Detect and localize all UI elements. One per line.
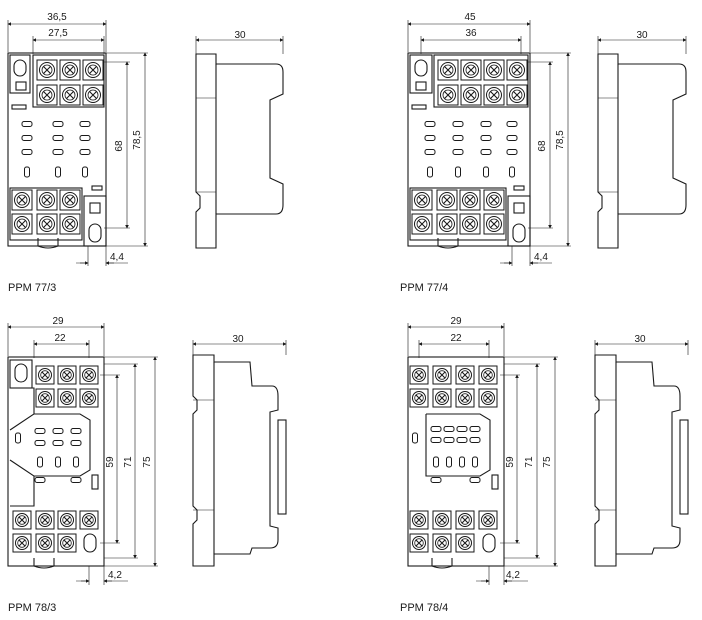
svg-text:4,2: 4,2 <box>108 570 122 581</box>
caption-ppm773: PPM 77/3 <box>8 282 57 294</box>
svg-text:36: 36 <box>465 28 477 39</box>
ppm783-dimensions: 29 22 59 71 75 4,2 <box>7 316 158 585</box>
caption-ppm774: PPM 77/4 <box>400 282 449 294</box>
svg-text:59: 59 <box>105 456 116 468</box>
svg-text:30: 30 <box>634 334 646 345</box>
ppm773-front-view <box>7 52 107 249</box>
ppm774-front-view <box>407 52 531 249</box>
svg-text:22: 22 <box>450 333 462 344</box>
ppm774-side-view: 30 <box>597 30 687 249</box>
svg-text:75: 75 <box>142 456 153 468</box>
svg-text:4,4: 4,4 <box>534 252 548 263</box>
ppm783-side-view: 30 <box>192 334 287 567</box>
svg-text:22: 22 <box>54 333 66 344</box>
svg-text:68: 68 <box>537 140 548 152</box>
caption-ppm783: PPM 78/3 <box>8 602 57 614</box>
svg-text:30: 30 <box>232 334 244 345</box>
ppm784-dimensions: 29 22 59 71 75 4,2 <box>407 316 558 585</box>
svg-text:71: 71 <box>524 456 535 468</box>
ppm783-front-view <box>7 356 105 569</box>
svg-text:29: 29 <box>52 316 64 327</box>
svg-text:29: 29 <box>450 316 462 327</box>
svg-text:27,5: 27,5 <box>48 28 68 39</box>
svg-text:59: 59 <box>505 456 516 468</box>
ppm774-dimensions: 45 36 68 78,5 4,4 <box>407 12 571 266</box>
svg-text:30: 30 <box>636 30 648 41</box>
svg-text:68: 68 <box>114 140 125 152</box>
svg-text:4,4: 4,4 <box>110 252 124 263</box>
svg-text:78,5: 78,5 <box>555 130 566 150</box>
svg-text:75: 75 <box>542 456 553 468</box>
svg-text:4,2: 4,2 <box>506 570 520 581</box>
svg-text:36,5: 36,5 <box>47 12 67 23</box>
ppm773-side-view: 30 <box>195 30 284 249</box>
ppm784-side-view: 30 <box>594 334 689 567</box>
svg-text:30: 30 <box>234 30 246 41</box>
svg-text:71: 71 <box>123 456 134 468</box>
ppm773-dimensions: 36,5 27,5 68 78,5 4,4 <box>7 12 148 266</box>
caption-ppm784: PPM 78/4 <box>400 602 449 614</box>
ppm784-front-view <box>407 356 505 569</box>
svg-text:78,5: 78,5 <box>132 130 143 150</box>
svg-text:45: 45 <box>464 12 476 23</box>
